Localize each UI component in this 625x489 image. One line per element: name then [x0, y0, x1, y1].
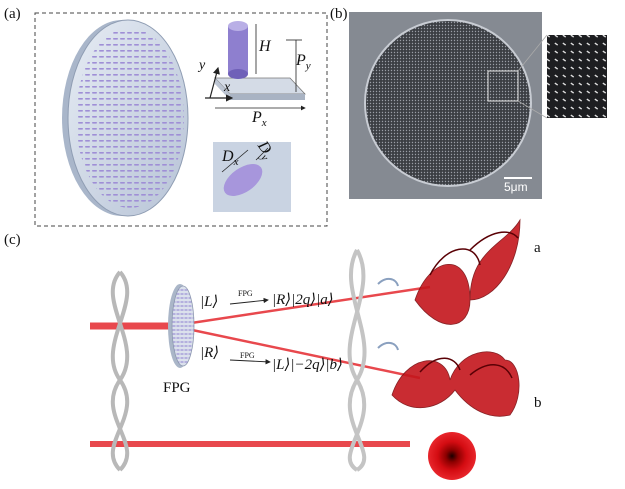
panel-a-frame — [34, 12, 328, 227]
axis-x-label: x — [224, 80, 231, 95]
panel-a-label: (a) — [4, 6, 21, 22]
beam-b — [177, 325, 421, 380]
axis-y-label: y — [199, 58, 206, 73]
metasurface-disc — [62, 19, 189, 217]
lower-in-state: |R⟩ — [200, 345, 220, 361]
fpg-plate — [168, 284, 195, 368]
unit-cell-diagram — [205, 21, 306, 111]
diam-x-label: Dx — [222, 148, 239, 169]
nanopillar — [228, 26, 248, 74]
polarizer-right — [347, 249, 367, 472]
fpg-device-label: FPG — [163, 380, 191, 396]
rotation-arrow-b — [377, 342, 399, 351]
beam-a — [177, 285, 431, 327]
pillar-cross-section — [213, 142, 291, 212]
upper-transition-arrow — [229, 297, 269, 305]
height-label: H — [259, 38, 271, 55]
rotation-arrow-a — [377, 278, 399, 287]
panel-b — [349, 12, 607, 199]
zoom-inset — [547, 35, 607, 118]
upper-arrow-label: FPG — [238, 289, 253, 298]
donut-intensity-spot — [428, 432, 476, 480]
panel-b-label: (b) — [330, 6, 348, 22]
period-x-label: Px — [252, 109, 267, 130]
upper-in-state: |L⟩ — [200, 294, 219, 310]
panel-c-label: (c) — [4, 232, 21, 248]
upper-out-state: |R⟩|2q⟩|a⟩ — [272, 292, 334, 308]
panel-a — [34, 12, 328, 227]
panel-c — [90, 218, 521, 480]
zoom-region — [487, 70, 519, 102]
helical-wavefront-b — [391, 351, 520, 417]
sem-metasurface — [364, 19, 532, 187]
lower-out-state: |L⟩|−2q⟩|b⟩ — [272, 357, 343, 373]
lower-arrow-label: FPG — [240, 351, 255, 360]
path-b-label: b — [534, 395, 542, 411]
period-y-label: Py — [296, 52, 311, 73]
lower-transition-arrow — [229, 359, 271, 365]
polarizer-left — [110, 270, 130, 472]
path-a-label: a — [534, 240, 541, 256]
scale-bar-label: 5μm — [504, 180, 528, 194]
helical-wavefront-a — [414, 218, 521, 325]
